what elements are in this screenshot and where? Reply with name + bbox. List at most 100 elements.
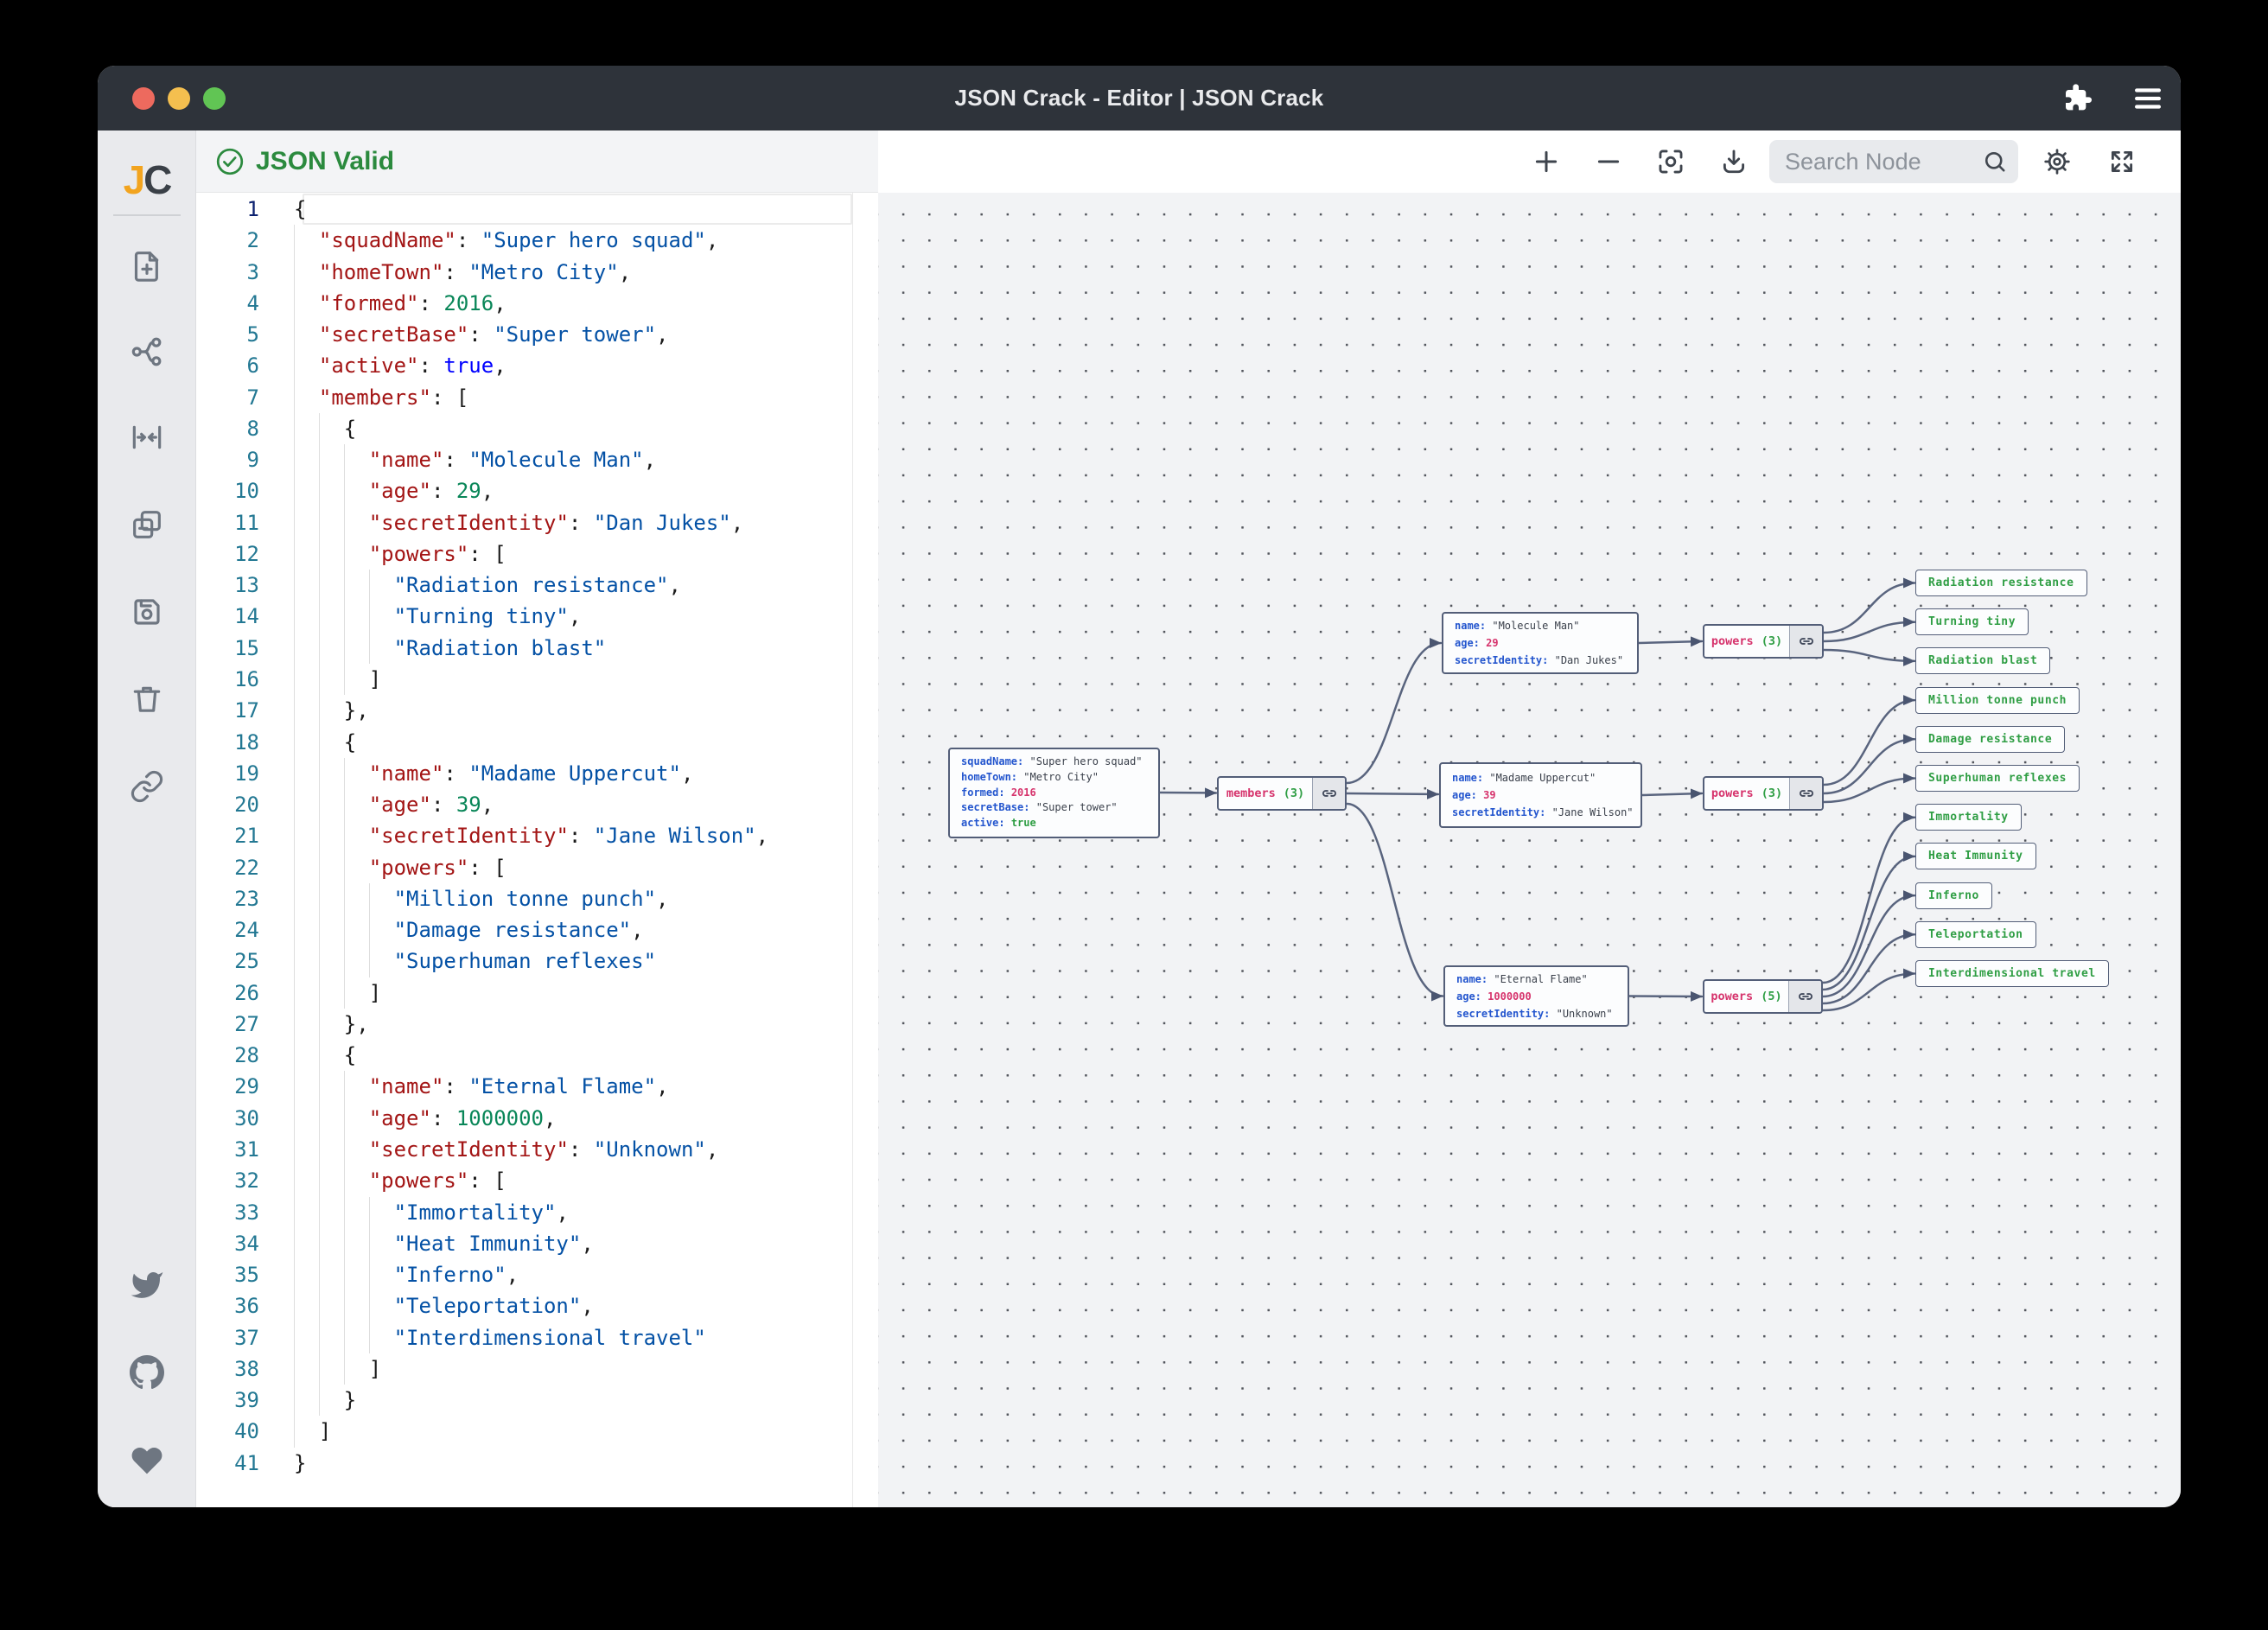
menu-icon[interactable]	[2131, 81, 2165, 116]
extension-icon[interactable]	[2061, 81, 2096, 116]
code-line[interactable]: 36 "Teleportation",	[196, 1290, 878, 1322]
code-line[interactable]: 31 "secretIdentity": "Unknown",	[196, 1133, 878, 1166]
sponsor-heart-icon[interactable]	[130, 1443, 164, 1478]
center-view-button[interactable]	[1656, 147, 1685, 176]
code-line[interactable]: 24 "Damage resistance",	[196, 914, 878, 946]
node-leaf-9[interactable]: Inferno	[1915, 882, 1992, 909]
node-root[interactable]: squadName: "Super hero squad"homeTown: "…	[948, 748, 1160, 838]
code-line[interactable]: 10 "age": 29,	[196, 475, 878, 507]
code-line[interactable]: 9 "name": "Molecule Man",	[196, 444, 878, 476]
code-line[interactable]: 41}	[196, 1448, 878, 1479]
code-line[interactable]: 30 "age": 1000000,	[196, 1102, 878, 1134]
code-line[interactable]: 16 ]	[196, 663, 878, 696]
collapse-link-button[interactable]	[1789, 778, 1822, 809]
graph-view-button[interactable]	[130, 334, 164, 369]
node-row: formed: 2016	[961, 786, 1036, 799]
twitter-icon[interactable]	[130, 1268, 164, 1302]
code-line[interactable]: 25 "Superhuman reflexes"	[196, 946, 878, 977]
code-line[interactable]: 15 "Radiation blast"	[196, 632, 878, 664]
node-leaf-10[interactable]: Teleportation	[1915, 920, 2036, 948]
collapse-link-button[interactable]	[1789, 626, 1822, 657]
node-leaf-11[interactable]: Interdimensional travel	[1915, 960, 2109, 987]
search-node-input[interactable]	[1769, 140, 2018, 183]
collapse-link-button[interactable]	[1312, 778, 1345, 809]
line-number: 28	[234, 1043, 259, 1068]
code-line[interactable]: 3 "homeTown": "Metro City",	[196, 256, 878, 288]
code-line[interactable]: 39 }	[196, 1385, 878, 1417]
code-line[interactable]: 18 {	[196, 726, 878, 758]
node-leaf-8[interactable]: Heat Immunity	[1915, 843, 2036, 870]
collapse-link-button[interactable]	[1788, 981, 1821, 1012]
node-members[interactable]: members(3)	[1217, 776, 1347, 811]
download-button[interactable]	[1719, 147, 1749, 176]
fullscreen-button[interactable]	[2107, 147, 2137, 176]
node-leaf-3[interactable]: Radiation blast	[1915, 647, 2051, 675]
code-line[interactable]: 12 "powers": [	[196, 538, 878, 570]
code-line[interactable]: 27 },	[196, 1008, 878, 1041]
code-line[interactable]: 33 "Immortality",	[196, 1196, 878, 1228]
code-line[interactable]: 34 "Heat Immunity",	[196, 1227, 878, 1260]
code-line[interactable]: 13 "Radiation resistance",	[196, 570, 878, 602]
app-logo[interactable]: JC	[123, 157, 173, 202]
code-line[interactable]: 35 "Inferno",	[196, 1259, 878, 1291]
node-leaf-2[interactable]: Turning tiny	[1915, 608, 2029, 636]
code-line[interactable]: 32 "powers": [	[196, 1165, 878, 1197]
fold-editor-button[interactable]	[130, 420, 164, 455]
code-line[interactable]: 8 {	[196, 412, 878, 445]
node-powers-2[interactable]: powers(3)	[1703, 776, 1824, 811]
code-line[interactable]: 6 "active": true,	[196, 350, 878, 382]
zoom-out-button[interactable]	[1594, 147, 1623, 176]
indent-guide	[343, 1196, 345, 1228]
code-line[interactable]: 22 "powers": [	[196, 851, 878, 883]
code-line[interactable]: 40 ]	[196, 1416, 878, 1448]
code-line[interactable]: 37 "Interdimensional travel"	[196, 1321, 878, 1353]
code-line[interactable]: 4 "formed": 2016,	[196, 287, 878, 320]
node-leaf-7[interactable]: Immortality	[1915, 804, 2022, 831]
minimize-button[interactable]	[168, 87, 190, 110]
indent-guide	[318, 1165, 320, 1197]
node-leaf-4[interactable]: Million tonne punch	[1915, 686, 2080, 714]
node-leaf-5[interactable]: Damage resistance	[1915, 725, 2066, 753]
code-line[interactable]: 7 "members": [	[196, 381, 878, 413]
code-editor[interactable]: 1{2 "squadName": "Super hero squad",3 "h…	[196, 193, 878, 1507]
code-line[interactable]: 26 ]	[196, 977, 878, 1009]
code-line[interactable]: 23 "Million tonne punch",	[196, 882, 878, 915]
zoom-button[interactable]	[203, 87, 226, 110]
new-file-button[interactable]	[130, 249, 164, 283]
code-line[interactable]: 28 {	[196, 1040, 878, 1072]
node-powers-1[interactable]: powers(3)	[1703, 624, 1824, 659]
code-line[interactable]: 29 "name": "Eternal Flame",	[196, 1071, 878, 1103]
code-line[interactable]: 19 "name": "Madame Uppercut",	[196, 757, 878, 790]
code-line[interactable]: 1{	[196, 194, 878, 225]
close-button[interactable]	[132, 87, 155, 110]
code-line[interactable]: 14 "Turning tiny",	[196, 601, 878, 633]
current-line-highlight	[303, 194, 852, 225]
zoom-in-button[interactable]	[1532, 147, 1561, 176]
graph-canvas[interactable]: squadName: "Super hero squad"homeTown: "…	[878, 193, 2181, 1507]
node-powers-3[interactable]: powers(5)	[1703, 979, 1823, 1014]
search-icon[interactable]	[1982, 149, 2008, 175]
graph-edge	[1345, 802, 1444, 1002]
settings-button[interactable]	[2042, 147, 2072, 176]
code-line[interactable]: 20 "age": 39,	[196, 789, 878, 821]
graph-edge	[1821, 812, 1916, 984]
node-leaf-6[interactable]: Superhuman reflexes	[1915, 765, 2080, 792]
code-line[interactable]: 21 "secretIdentity": "Jane Wilson",	[196, 820, 878, 852]
share-link-button[interactable]	[130, 769, 164, 804]
check-circle-icon	[216, 148, 244, 175]
code-line[interactable]: 17 },	[196, 695, 878, 727]
node-leaf-1[interactable]: Radiation resistance	[1915, 570, 2087, 596]
titlebar: JSON Crack - Editor | JSON Crack	[98, 66, 2181, 131]
github-icon[interactable]	[130, 1355, 164, 1390]
code-line[interactable]: 2 "squadName": "Super hero squad",	[196, 225, 878, 257]
save-button[interactable]	[130, 595, 164, 629]
copy-button[interactable]	[130, 507, 164, 542]
indent-guide	[343, 946, 345, 977]
delete-button[interactable]	[130, 682, 164, 716]
code-line[interactable]: 11 "secretIdentity": "Dan Jukes",	[196, 506, 878, 538]
code-line[interactable]: 38 ]	[196, 1353, 878, 1385]
code-line[interactable]: 5 "secretBase": "Super tower",	[196, 319, 878, 351]
